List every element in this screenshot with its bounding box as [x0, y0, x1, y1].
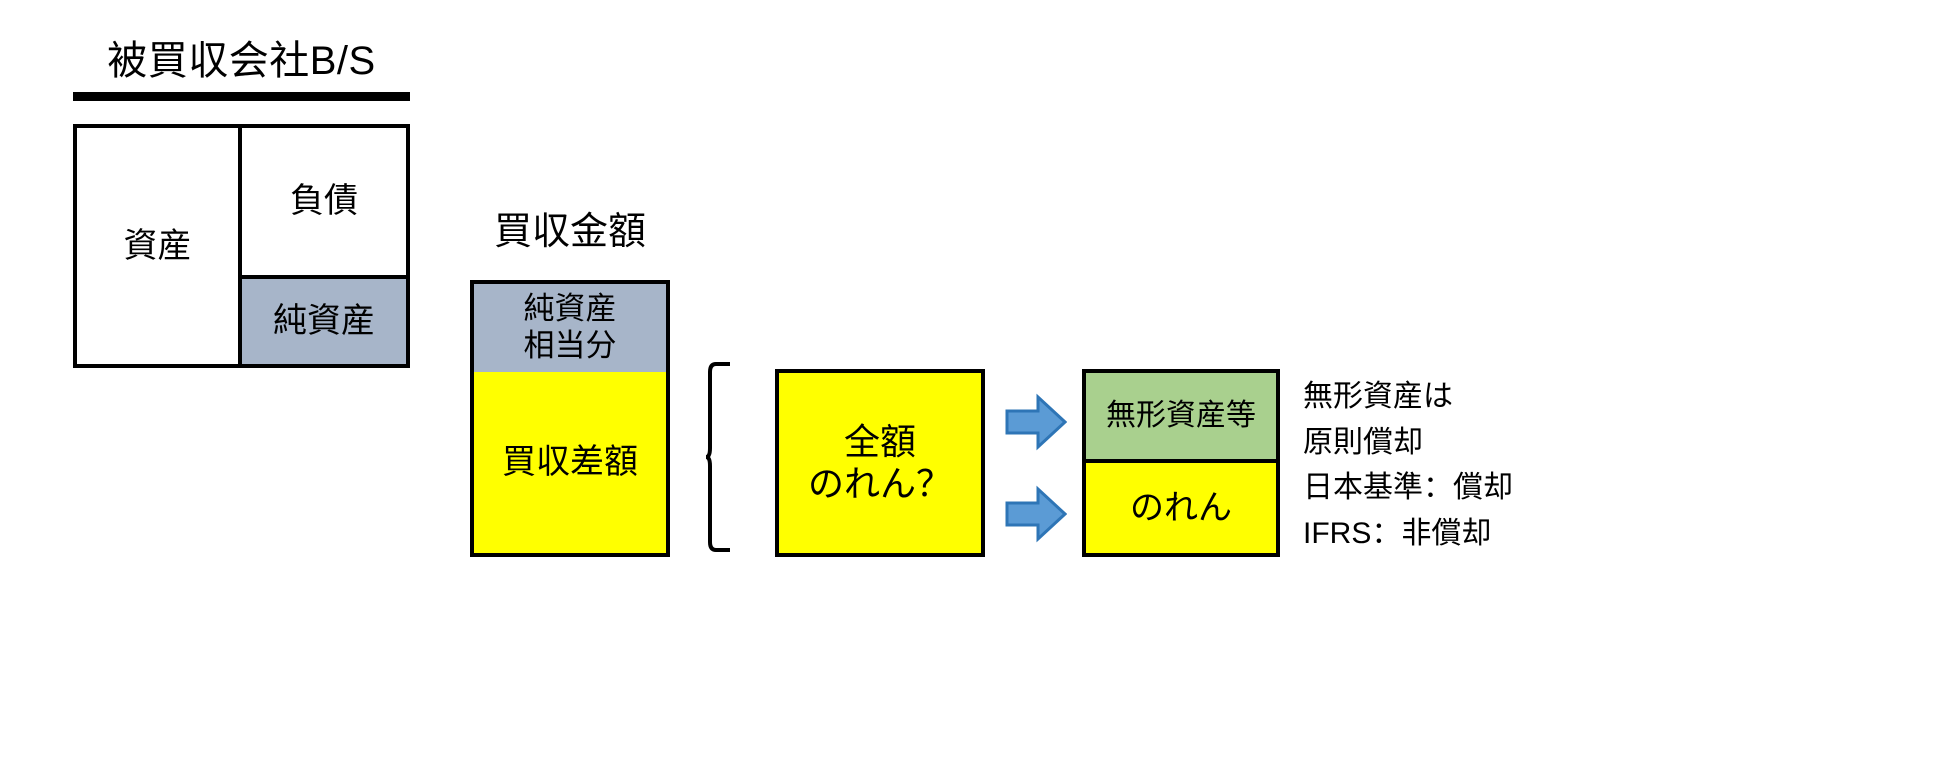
arrow-right-icon	[1005, 485, 1067, 543]
intangible-assets-label: 無形資産等	[1106, 399, 1256, 433]
balance-sheet-title-rule	[73, 92, 410, 101]
result-split-box: 無形資産等 のれん	[1082, 369, 1280, 557]
full-goodwill-question-box: 全額 のれん？	[775, 369, 985, 557]
note-line: 無形資産は	[1303, 380, 1453, 413]
net-assets-label: 純資産	[273, 302, 375, 341]
note-line: IFRS：非償却	[1303, 516, 1492, 550]
note-line: 原則償却	[1303, 425, 1423, 459]
balance-sheet-assets-cell: 資産	[77, 128, 242, 364]
acquisition-difference-cell: 買収差額	[474, 372, 666, 553]
net-assets-portion-cell: 純資産 相当分	[474, 284, 666, 372]
full-goodwill-question-label: 全額 のれん？	[807, 420, 952, 504]
intangible-assets-cell: 無形資産等	[1086, 373, 1276, 463]
note-line: 日本基準：償却	[1303, 471, 1513, 505]
goodwill-cell: のれん	[1086, 463, 1276, 553]
goodwill-label: のれん	[1130, 488, 1232, 527]
net-assets-portion-label: 純資産 相当分	[523, 291, 617, 363]
acquisition-amount-box: 純資産 相当分 買収差額	[470, 280, 670, 557]
acquisition-amount-title: 買収金額	[493, 211, 646, 253]
arrow-right-icon	[1005, 393, 1067, 451]
balance-sheet-box: 資産 負債 純資産	[73, 124, 410, 368]
liabilities-label: 負債	[290, 182, 358, 221]
balance-sheet-right-column: 負債 純資産	[242, 128, 406, 364]
balance-sheet-liabilities-cell: 負債	[242, 128, 406, 279]
assets-label: 資産	[123, 226, 192, 265]
acquisition-difference-label: 買収差額	[502, 443, 638, 482]
notes-block: 無形資産は 原則償却 日本基準：償却 IFRS：非償却	[1303, 374, 1633, 556]
curly-brace-icon	[706, 362, 730, 552]
balance-sheet-title: 被買収会社B/S	[107, 39, 376, 83]
balance-sheet-net-assets-cell: 純資産	[242, 279, 406, 364]
